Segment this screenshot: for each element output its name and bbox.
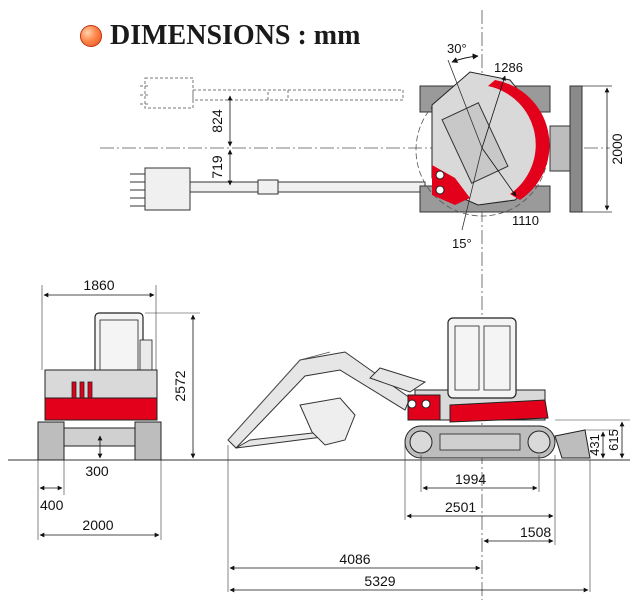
track-shoe-width: 400 xyxy=(40,497,64,513)
angle-line-15 xyxy=(461,147,483,231)
title-text: DIMENSIONS : mm xyxy=(110,20,361,51)
cab-side xyxy=(447,317,517,399)
track-gauge-width: 2000 xyxy=(82,517,113,533)
track-width-top: 2000 xyxy=(609,133,625,164)
bucket-side xyxy=(299,397,356,446)
tail-radius: 1286 xyxy=(494,60,523,75)
offset-upper: 824 xyxy=(209,109,225,133)
swing-angle-top: 30° xyxy=(447,41,467,56)
track-left-front xyxy=(37,421,65,461)
swing-angle-bottom: 15° xyxy=(452,236,472,251)
tail-to-center: 1508 xyxy=(520,524,551,540)
boom-top xyxy=(130,167,426,211)
blade-height: 431 xyxy=(587,434,602,456)
track-length: 2501 xyxy=(445,499,476,515)
ground-clearance: 300 xyxy=(85,463,109,479)
angle-line-30 xyxy=(447,59,483,149)
transport-length-2: 5329 xyxy=(364,573,395,589)
side-view: 431 615 1994 2501 1508 4086 5329 xyxy=(227,317,630,593)
front-view: 1860 2572 300 400 2000 xyxy=(8,277,630,540)
cab-top xyxy=(441,102,509,184)
pin-icon xyxy=(435,185,445,195)
blade-lift: 615 xyxy=(606,429,621,451)
track-right-front xyxy=(134,421,162,461)
offset-boom-dashed xyxy=(140,77,404,109)
top-view: 30° 15° 1286 1110 2000 824 719 xyxy=(100,10,625,600)
front-radius: 1110 xyxy=(512,213,539,228)
upper-body-front xyxy=(44,369,158,401)
transport-length-1: 4086 xyxy=(339,551,370,567)
counterweight-red xyxy=(488,80,550,200)
pin-icon xyxy=(435,170,445,180)
blade-side xyxy=(554,429,591,459)
tumbler-length: 1994 xyxy=(455,471,486,487)
overall-width: 1860 xyxy=(83,277,114,293)
title: DIMENSIONS : mm xyxy=(80,20,360,52)
overall-height: 2572 xyxy=(172,370,188,401)
offset-lower: 719 xyxy=(209,155,225,179)
red-frame-front xyxy=(44,397,158,421)
counterweight-side-red xyxy=(449,399,549,423)
bullet-icon xyxy=(80,25,102,47)
